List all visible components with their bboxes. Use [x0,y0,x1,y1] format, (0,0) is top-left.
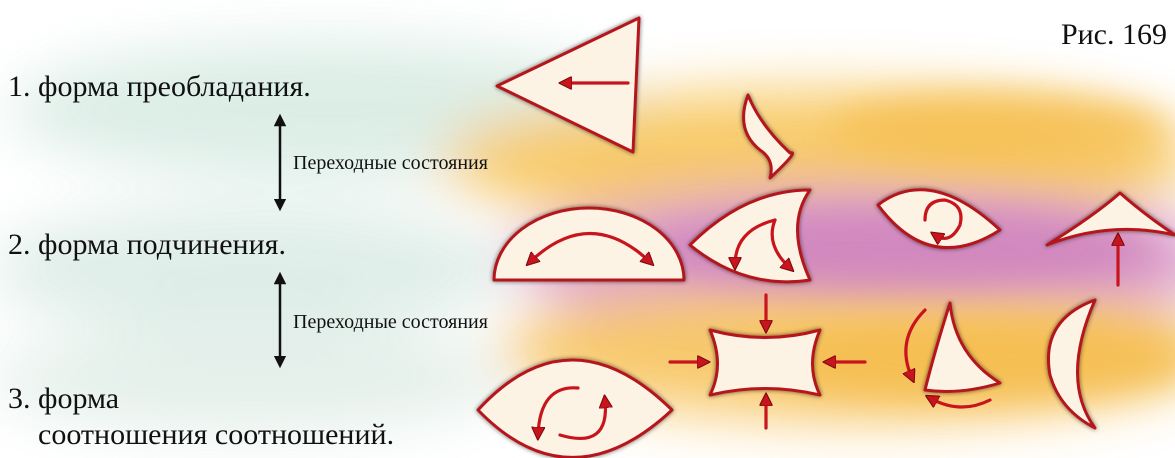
sail-shape [925,303,1000,391]
lens-shape [478,360,672,458]
spiral-eye-shape [878,190,1000,248]
semicircle-shape [494,208,684,280]
triangle-shape [497,18,639,152]
cut-eye-shape [690,190,810,282]
compressed-square-shape [710,330,820,395]
ogive-shape [1047,193,1175,245]
sail-arrow-2 [930,398,990,407]
crescent-top-shape [744,95,793,178]
sail-arrow-1 [906,310,925,378]
crescent-bottom-shape [1048,300,1095,428]
